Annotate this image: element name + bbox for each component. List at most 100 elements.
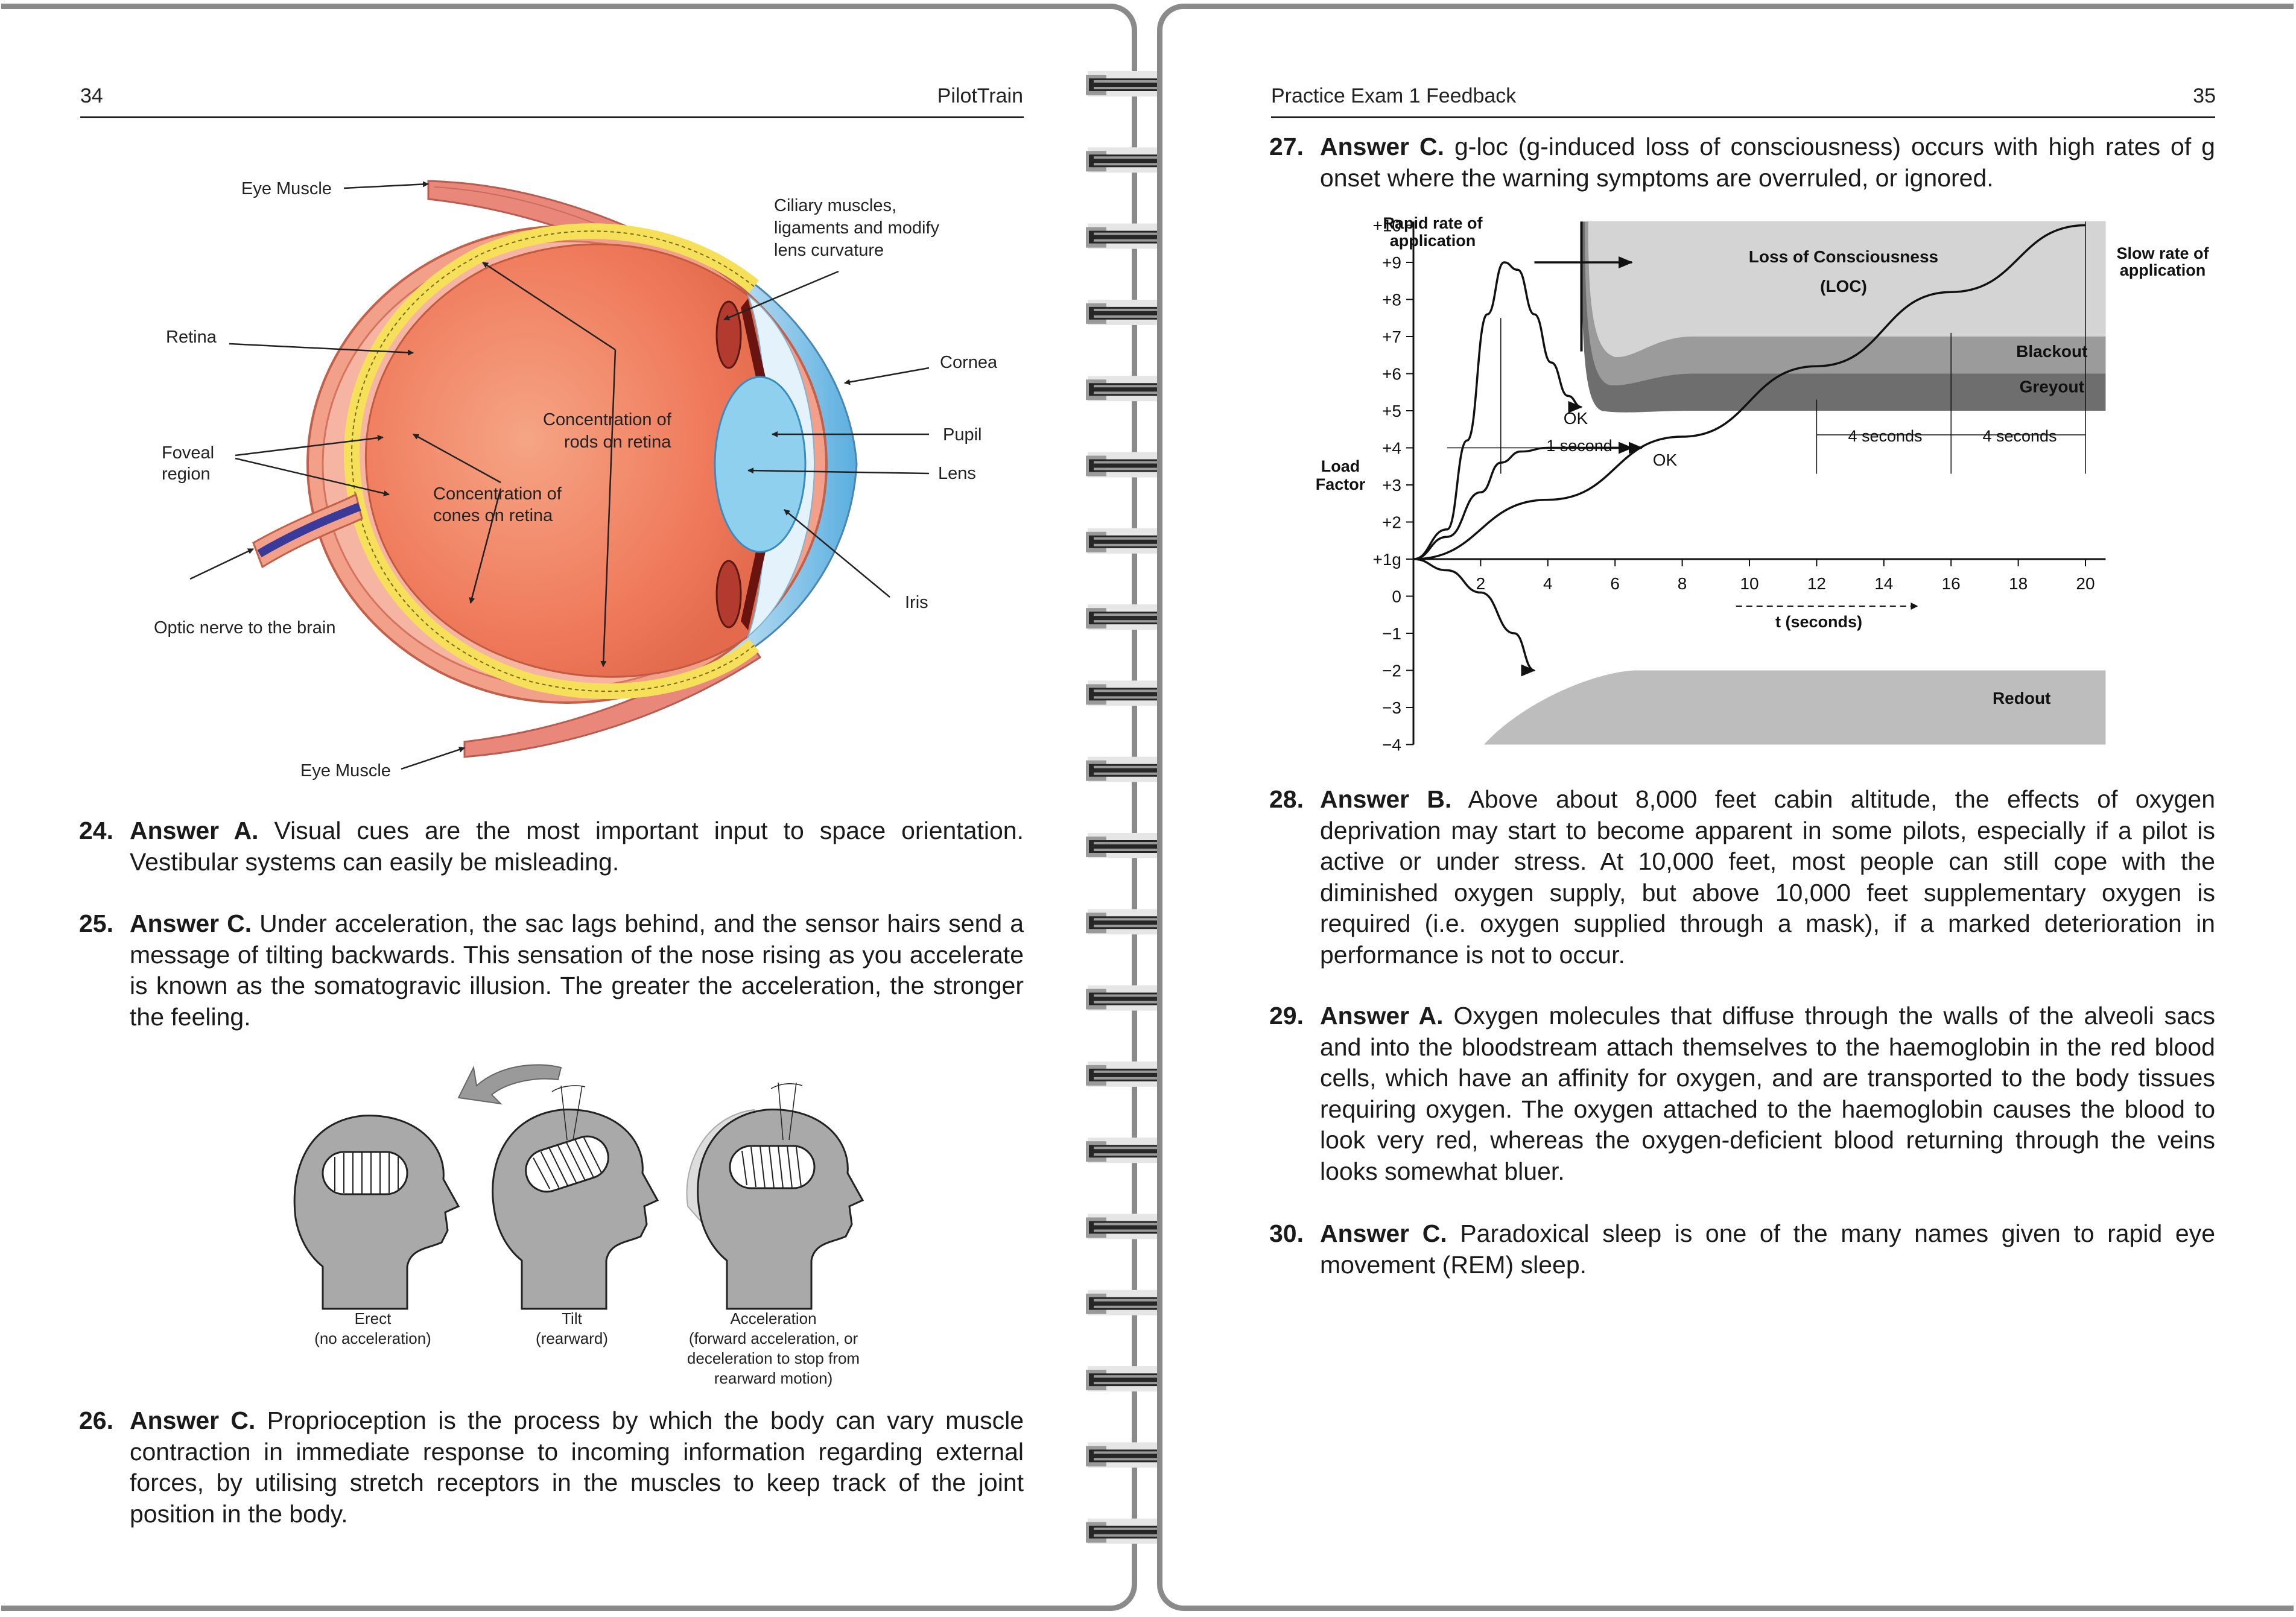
label-ciliary-2: ligaments and modify: [774, 218, 940, 238]
answer-28-text: Above about 8,000 feet cabin altitude, t…: [1320, 785, 2215, 969]
label-rods-1: Concentration of: [543, 410, 672, 429]
caption-accel-2: (forward acceleration, or: [689, 1329, 858, 1347]
annot-load-1: Load: [1321, 457, 1360, 475]
g-tolerance-chart: Loss of Consciousness(LOC)BlackoutGreyou…: [1316, 214, 2210, 755]
caption-erect-1: Erect: [355, 1309, 392, 1327]
answer-29-lead: Answer A.: [1320, 1002, 1444, 1030]
x-axis-label: t (seconds): [1775, 613, 1862, 631]
x-tick-label: 10: [1740, 574, 1758, 593]
answer-29: 29. Answer A. Oxygen molecules that diffu…: [1269, 1001, 2215, 1187]
region-label-loc: Loss of Consciousness: [1749, 247, 1938, 266]
running-head-left: PilotTrain: [937, 84, 1023, 107]
answer-30-number: 30.: [1269, 1220, 1304, 1247]
caption-accel-3: deceleration to stop from: [687, 1349, 860, 1367]
answer-30: 30. Answer C. Paradoxical sleep is one of…: [1269, 1218, 2215, 1280]
y-tick-label: +8: [1382, 291, 1401, 309]
annot-slow-1: Slow rate of: [2116, 244, 2209, 262]
y-tick-label: +2: [1382, 513, 1401, 532]
running-head-right: Practice Exam 1 Feedback: [1271, 84, 1517, 107]
eye-diagram: Eye Muscle Retina Foveal region Optic ne…: [154, 179, 998, 780]
answer-25: 25. Answer C. Under acceleration, the sac…: [79, 908, 1024, 1033]
y-tick-label: +1g: [1373, 550, 1402, 569]
x-tick-label: 2: [1476, 574, 1486, 593]
caption-accel-4: rearward motion): [714, 1369, 833, 1387]
label-retina: Retina: [166, 328, 217, 347]
region-label-greyout: Greyout: [2020, 377, 2084, 396]
y-tick-label: +4: [1382, 439, 1401, 458]
y-tick-label: −1: [1382, 624, 1401, 643]
answer-26-lead: Answer C.: [130, 1407, 256, 1434]
label-ciliary-3: lens curvature: [774, 241, 884, 260]
answer-29-text: Oxygen molecules that diffuse through th…: [1320, 1002, 2215, 1185]
y-tick-label: +9: [1382, 253, 1401, 272]
answer-30-lead: Answer C.: [1320, 1220, 1447, 1247]
answer-26: 26. Answer C. Proprioception is the proce…: [79, 1405, 1024, 1530]
y-tick-label: +10: [1373, 217, 1402, 235]
answer-30-text: Paradoxical sleep is one of the many nam…: [1320, 1220, 2215, 1279]
y-tick-label: −4: [1382, 736, 1401, 755]
region-loc: [1588, 221, 2106, 358]
region-label-redout: Redout: [1993, 689, 2050, 707]
label-pupil: Pupil: [943, 425, 982, 445]
answer-25-lead: Answer C.: [130, 910, 252, 937]
answer-27-lead: Answer C.: [1320, 133, 1445, 160]
annot-ok-2: OK: [1653, 451, 1678, 469]
answer-26-text: Proprioception is the process by which t…: [130, 1407, 1024, 1528]
label-iris: Iris: [905, 593, 928, 612]
region-label-blackout: Blackout: [2016, 342, 2087, 361]
answer-29-number: 29.: [1269, 1002, 1304, 1030]
tilt-arrow-icon: [457, 1064, 562, 1105]
annot-four-seconds-1: 4 seconds: [1848, 427, 1922, 445]
answer-25-text: Under acceleration, the sac lags behind,…: [130, 910, 1024, 1031]
answer-28-lead: Answer B.: [1320, 785, 1452, 813]
annot-slow-2: application: [2120, 261, 2206, 279]
x-tick-label: 12: [1807, 574, 1826, 593]
y-tick-label: 0: [1392, 587, 1401, 606]
ciliary-bottom-shape: [715, 560, 742, 628]
label-cones-2: cones on retina: [433, 506, 553, 525]
y-tick-label: −3: [1382, 698, 1401, 717]
page-number-right: 35: [2193, 84, 2216, 107]
region-redout: [1483, 670, 2106, 745]
annot-four-seconds-2: 4 seconds: [1982, 427, 2057, 445]
label-eye-muscle-bottom: Eye Muscle: [300, 761, 391, 780]
x-tick-label: 8: [1678, 574, 1687, 593]
caption-tilt-1: Tilt: [562, 1309, 582, 1327]
label-foveal-1: Foveal: [162, 443, 214, 463]
caption-erect-2: (no acceleration): [314, 1329, 431, 1347]
head-erect-icon: [293, 1115, 460, 1310]
x-tick-label: 6: [1610, 574, 1620, 593]
series-slow-onset: [1413, 224, 2086, 560]
answer-27-text: g-loc (g-induced loss of consciousness) …: [1320, 133, 2215, 192]
answer-28: 28. Answer B. Above about 8,000 feet cabi…: [1269, 784, 2215, 970]
label-lens: Lens: [938, 464, 976, 483]
annot-one-second: 1 second: [1546, 437, 1613, 455]
answer-24-number: 24.: [79, 817, 113, 844]
answer-27-number: 27.: [1269, 133, 1304, 160]
annot-ok-1: OK: [1564, 409, 1588, 428]
y-tick-label: +7: [1382, 328, 1401, 346]
head-acceleration-icon: [686, 1082, 864, 1310]
answer-24: 24. Answer A. Visual cues are the most im…: [79, 815, 1024, 878]
answer-26-number: 26.: [79, 1407, 113, 1434]
answer-24-lead: Answer A.: [130, 817, 259, 844]
caption-tilt-2: (rearward): [536, 1329, 608, 1347]
vestibular-heads-figure: Erect (no acceleration) Tilt (rearward) …: [293, 1064, 864, 1387]
answer-25-number: 25.: [79, 910, 113, 937]
label-eye-muscle-top: Eye Muscle: [241, 179, 332, 198]
answer-24-text: Visual cues are the most important input…: [130, 817, 1024, 876]
x-tick-label: 4: [1543, 574, 1553, 593]
label-optic-nerve: Optic nerve to the brain: [154, 618, 335, 638]
label-cones-1: Concentration of: [433, 484, 562, 504]
y-tick-label: +5: [1382, 402, 1401, 420]
iris-shape: [741, 299, 766, 383]
series-negative-g: [1413, 558, 1536, 677]
header-rule-left: [80, 116, 1024, 118]
y-tick-label: −2: [1382, 662, 1401, 680]
ciliary-top-shape: [715, 300, 742, 369]
page-number-left: 34: [80, 84, 103, 107]
answer-28-number: 28.: [1269, 785, 1304, 813]
y-tick-label: +3: [1382, 476, 1401, 495]
label-ciliary-1: Ciliary muscles,: [774, 196, 896, 215]
x-tick-label: 20: [2076, 574, 2095, 593]
